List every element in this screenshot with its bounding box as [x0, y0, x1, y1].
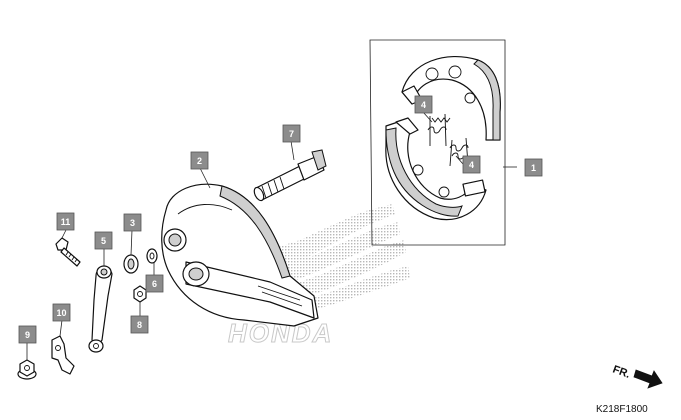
- svg-text:7: 7: [289, 129, 294, 139]
- svg-text:1: 1: [531, 163, 536, 173]
- figure-code: K218F1800: [596, 404, 648, 415]
- washer: [146, 248, 158, 264]
- callout-4-lower: 4: [462, 155, 481, 174]
- svg-text:11: 11: [61, 217, 71, 227]
- flange-nut: [17, 359, 37, 380]
- callout-9: 9: [18, 325, 37, 344]
- callout-3: 3: [123, 213, 142, 232]
- svg-text:5: 5: [101, 236, 106, 246]
- svg-text:3: 3: [130, 218, 135, 228]
- front-direction-indicator: FR.: [611, 364, 663, 389]
- svg-text:6: 6: [152, 279, 157, 289]
- svg-text:9: 9: [25, 330, 30, 340]
- front-direction-label: FR.: [611, 364, 632, 381]
- brake-panel: [161, 183, 319, 327]
- brake-shoe-assembly: [369, 39, 506, 246]
- callout-8: 8: [130, 315, 149, 334]
- callout-1: 1: [524, 158, 543, 177]
- callout-5: 5: [94, 231, 113, 250]
- leader-lines: [26, 111, 517, 360]
- front-arrow-icon: [633, 369, 663, 389]
- svg-text:8: 8: [137, 320, 142, 330]
- callout-4-upper: 4: [414, 95, 433, 114]
- callout-2: 2: [190, 151, 209, 170]
- svg-text:4: 4: [421, 100, 426, 110]
- callout-7: 7: [282, 124, 301, 143]
- dust-seal: [123, 254, 139, 274]
- svg-text:10: 10: [56, 308, 66, 318]
- callout-10: 10: [52, 303, 71, 322]
- bolt: [55, 237, 81, 267]
- callout-11: 11: [56, 212, 75, 231]
- nut-small: [133, 285, 147, 303]
- brake-cam: [253, 149, 327, 202]
- svg-text:2: 2: [197, 156, 202, 166]
- svg-text:4: 4: [469, 160, 474, 170]
- indicator-plate: [51, 335, 75, 375]
- brake-arm: [88, 265, 113, 353]
- callout-6: 6: [145, 274, 164, 293]
